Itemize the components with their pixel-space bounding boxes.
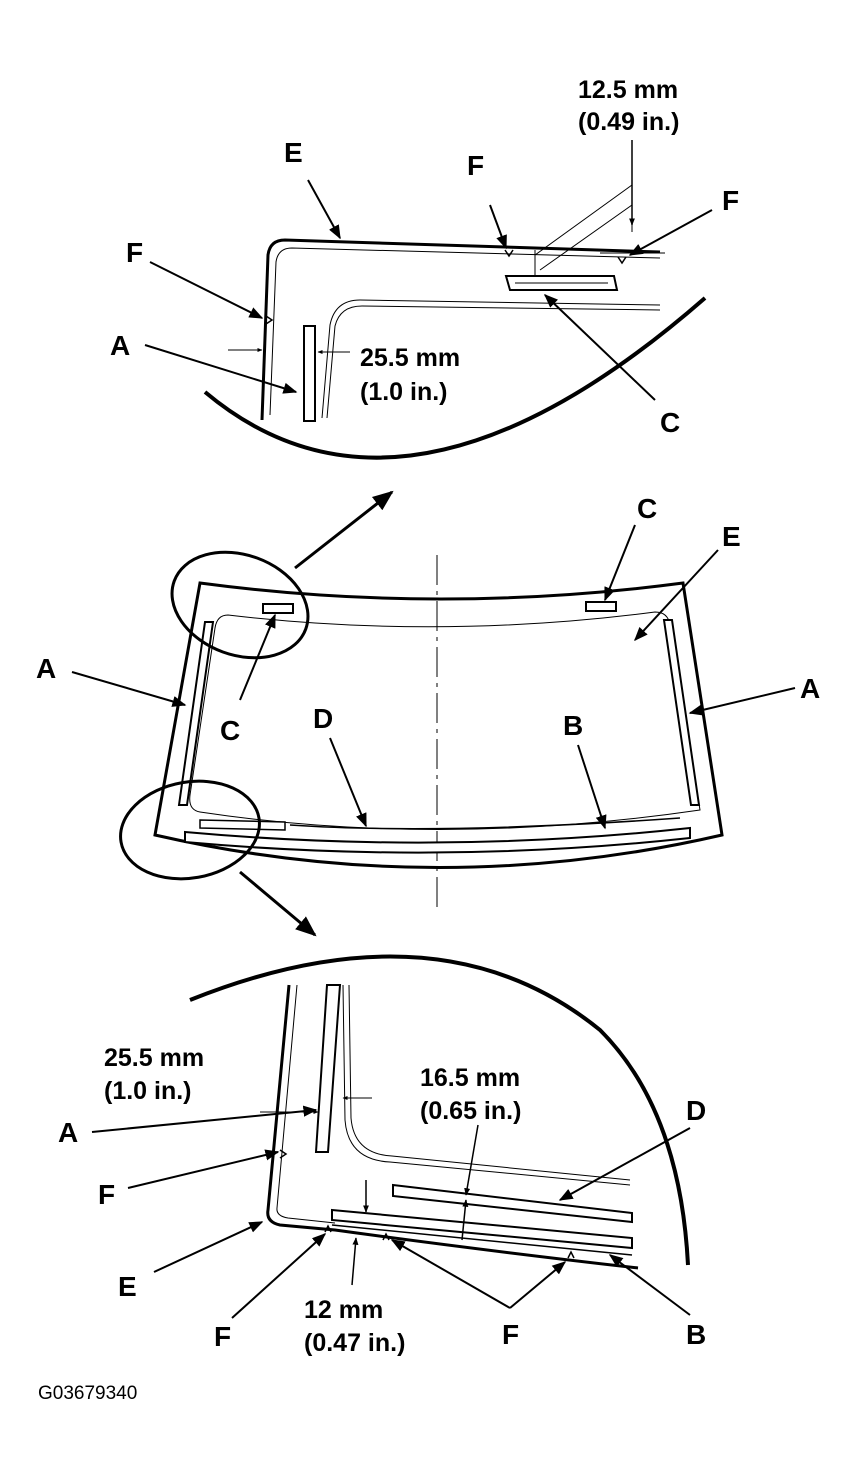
top-detail-crop-arc [203, 296, 707, 460]
figure-code: G03679340 [38, 1383, 137, 1404]
bottom-left-dim-mm: 25.5 mm [104, 1044, 204, 1072]
bottom-detail-crop-arc [189, 954, 690, 1266]
top-dim-mm: 12.5 mm [578, 76, 678, 104]
bottom-glass-inner-edge [276, 984, 336, 1224]
bottom-low-dim-mm: 12 mm [304, 1296, 383, 1324]
bottom-molding-b [331, 1208, 633, 1250]
bottom-spacer-a [314, 984, 342, 1153]
bottom-label-b: B [686, 1319, 706, 1350]
spacer-a-right [662, 619, 701, 806]
main-label-c-left: C [220, 715, 240, 746]
bottom-notch-f-left [279, 1149, 288, 1159]
top-label-f-left: F [126, 237, 143, 268]
lower-molding-d [199, 819, 286, 831]
top-dim-in: (0.49 in.) [578, 108, 679, 136]
top-label-c: C [660, 407, 680, 438]
bracket-c-right [585, 601, 617, 612]
bottom-glass-edge [266, 984, 639, 1270]
bottom-ceramic-line [342, 984, 631, 1186]
top-ceramic-band-line [321, 299, 661, 419]
bottom-notch-f-1 [324, 1224, 332, 1233]
bottom-label-f-low: F [214, 1321, 231, 1352]
top-label-f-mid: F [467, 150, 484, 181]
top-ceramic-band-line-2 [326, 305, 661, 419]
spacer-a-left [177, 621, 215, 806]
bottom-label-d: D [686, 1095, 706, 1126]
main-label-c-right: C [637, 493, 657, 524]
top-detail-view: E F F F A C 12.5 mm (0.49 in.) 25.5 mm (… [110, 76, 739, 460]
bottom-label-a: A [58, 1117, 78, 1148]
top-detail-circle [170, 550, 310, 660]
top-label-a: A [110, 330, 130, 361]
bottom-mid-dim-mm: 16.5 mm [420, 1064, 520, 1092]
top-notch-f-mid [504, 249, 514, 258]
windshield-overview: C E A A C D B [36, 490, 820, 937]
top-notch-f-left [265, 315, 274, 325]
top-left-dim-in: (1.0 in.) [360, 378, 448, 406]
bottom-label-f-left: F [98, 1179, 115, 1210]
main-label-d: D [313, 703, 333, 734]
main-label-a-left: A [36, 653, 56, 684]
top-label-f-right: F [722, 185, 739, 216]
bottom-molding-d [392, 1183, 633, 1224]
bottom-low-dim-in: (0.47 in.) [304, 1329, 405, 1357]
top-label-e: E [284, 137, 303, 168]
bottom-notch-f-3 [567, 1250, 575, 1259]
bracket-c-left [262, 603, 294, 614]
windshield-outline [153, 581, 724, 869]
bottom-label-e: E [118, 1271, 137, 1302]
top-notch-f-right [617, 256, 627, 265]
bottom-mid-dim-in: (0.65 in.) [420, 1097, 521, 1125]
lower-molding-b [184, 826, 691, 854]
top-left-dim-mm: 25.5 mm [360, 344, 460, 372]
bottom-label-f-mid: F [502, 1319, 519, 1350]
bottom-detail-circle [119, 779, 261, 881]
bottom-notch-f-2 [382, 1232, 390, 1241]
top-glass-inner-edge [269, 247, 661, 416]
main-label-a-right: A [800, 673, 820, 704]
bottom-left-dim-in: (1.0 in.) [104, 1077, 192, 1105]
top-glass-edge [260, 238, 661, 421]
main-label-b: B [563, 710, 583, 741]
top-spacer-a [303, 325, 316, 422]
bottom-detail-view: 25.5 mm (1.0 in.) 16.5 mm (0.65 in.) 12 … [58, 954, 706, 1357]
windshield-inner-line [189, 611, 701, 831]
main-label-e: E [722, 521, 741, 552]
